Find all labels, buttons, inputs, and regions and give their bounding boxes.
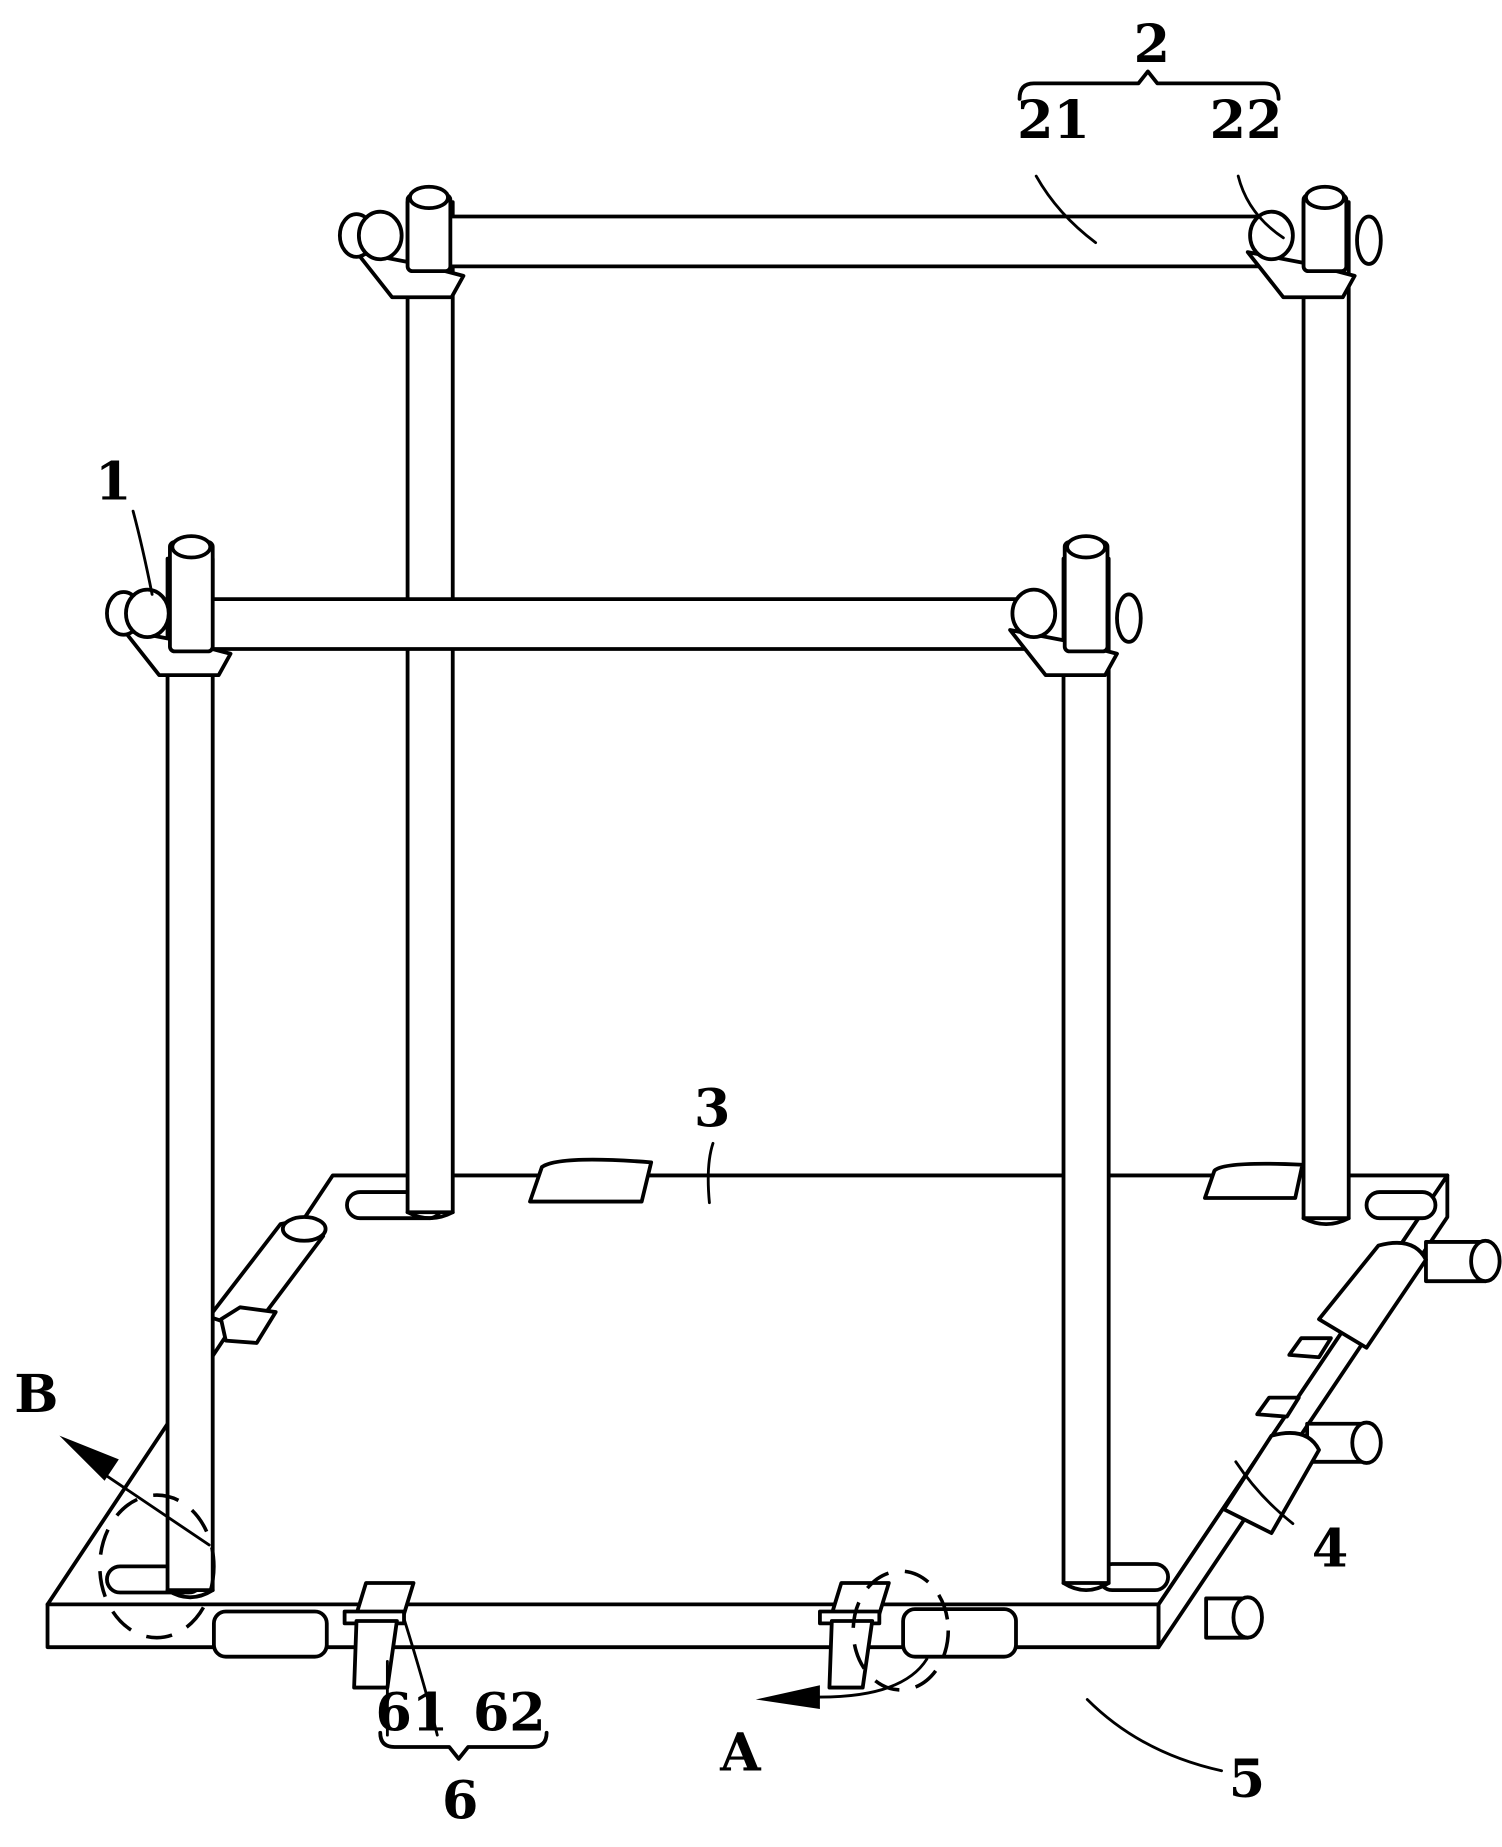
label-5: 5 (1229, 1749, 1265, 1810)
front-rail-5 (211, 1607, 1018, 1659)
view-arrow-a (755, 1657, 929, 1709)
label-view-a: A (719, 1723, 762, 1784)
label-61: 61 (376, 1682, 449, 1743)
front-right-connector (1008, 534, 1143, 678)
label-62: 62 (473, 1682, 546, 1743)
front-left-connector-1 (105, 534, 233, 678)
clamp-right-6 (818, 1581, 891, 1690)
front-crossbar (200, 597, 1036, 651)
view-arrow-b (59, 1435, 211, 1547)
rear-left-connector (337, 184, 466, 300)
rear-frame (405, 200, 1351, 1227)
leader-lines (131, 69, 1295, 1773)
label-22: 22 (1210, 90, 1283, 151)
label-6: 6 (442, 1770, 478, 1831)
right-side-rollers-4 (1204, 1238, 1502, 1640)
label-view-b: B (14, 1364, 58, 1425)
rear-crossbar-21 (437, 214, 1274, 269)
rear-right-connector-22 (1245, 184, 1383, 300)
base-plate (45, 1173, 1450, 1650)
front-frame (165, 556, 1111, 1600)
label-2: 2 (1134, 14, 1170, 75)
label-4: 4 (1312, 1518, 1348, 1579)
left-side-roller (207, 1215, 328, 1345)
detail-circles (98, 1493, 951, 1692)
label-1: 1 (95, 451, 131, 512)
label-21: 21 (1017, 90, 1090, 151)
label-3: 3 (694, 1079, 730, 1140)
